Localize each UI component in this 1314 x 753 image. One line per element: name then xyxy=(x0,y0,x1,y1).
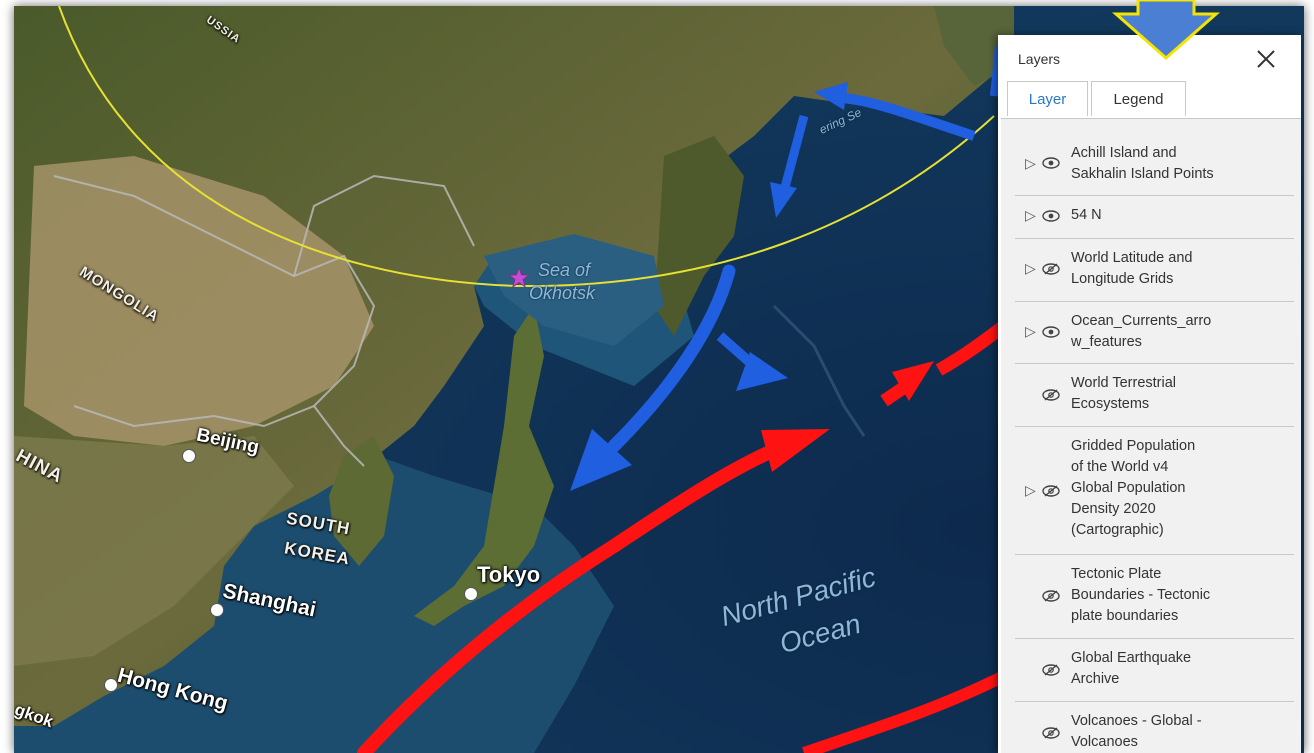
panel-title: Layers xyxy=(1018,51,1061,67)
water-label-okhotsk: Okhotsk xyxy=(529,283,596,303)
eye-icon[interactable] xyxy=(1042,326,1060,338)
layer-item-lat-long-grids[interactable]: ▷ World Latitude and Longitude Grids xyxy=(1015,238,1294,302)
star-icon[interactable] xyxy=(508,267,530,289)
layer-item-earthquake-archive[interactable]: Global Earthquake Archive xyxy=(1015,638,1294,702)
tab-layer-label: Layer xyxy=(1028,90,1067,108)
layer-item-terrestrial-ecosystems[interactable]: World Terrestrial Ecosystems xyxy=(1015,363,1294,427)
layer-item-volcanoes[interactable]: Volcanoes - Global - Volcanoes xyxy=(1015,701,1294,753)
layer-item-54n[interactable]: ▷ 54 N xyxy=(1015,195,1294,239)
layer-item-tectonic-plates[interactable]: Tectonic Plate Boundaries - Tectonic pla… xyxy=(1015,554,1294,639)
close-icon[interactable] xyxy=(1254,47,1278,71)
city-dot-beijing[interactable] xyxy=(182,449,196,463)
layer-label: World Latitude and Longitude Grids xyxy=(1071,250,1193,287)
layer-label: Global Earthquake Archive xyxy=(1071,650,1192,687)
layer-label: Gridded Population of the World v4 Globa… xyxy=(1071,438,1196,538)
layer-label: World Terrestrial Ecosystems xyxy=(1071,375,1177,412)
eye-hidden-icon[interactable] xyxy=(1042,389,1060,401)
tab-layer[interactable]: Layer xyxy=(1007,81,1088,116)
eye-hidden-icon[interactable] xyxy=(1042,485,1060,497)
eye-hidden-icon[interactable] xyxy=(1042,727,1060,739)
expand-caret-icon[interactable]: ▷ xyxy=(1025,482,1036,498)
water-label-sea-of: Sea of xyxy=(538,260,591,280)
city-dot-hong-kong[interactable] xyxy=(104,678,118,692)
city-dot-shanghai[interactable] xyxy=(210,603,224,617)
expand-caret-icon[interactable]: ▷ xyxy=(1025,260,1036,276)
eye-hidden-icon[interactable] xyxy=(1042,263,1060,275)
pointer-arrow-icon xyxy=(1112,0,1220,60)
layer-item-achill-sakhalin[interactable]: ▷ Achill Island and Sakhalin Island Poin… xyxy=(1015,133,1294,196)
city-dot-tokyo[interactable] xyxy=(464,587,478,601)
layer-label: 54 N xyxy=(1071,207,1102,223)
eye-icon[interactable] xyxy=(1042,157,1060,169)
tab-legend-label: Legend xyxy=(1113,90,1164,108)
layers-panel: Layers Layer Legend ▷ Achill Island and … xyxy=(998,35,1301,753)
tab-legend[interactable]: Legend xyxy=(1091,81,1186,116)
layer-label: Tectonic Plate Boundaries - Tectonic pla… xyxy=(1071,566,1211,624)
expand-caret-icon[interactable]: ▷ xyxy=(1025,155,1036,171)
layer-item-gridded-population[interactable]: ▷ Gridded Population of the World v4 Glo… xyxy=(1015,426,1294,555)
layer-label: Ocean_Currents_arro w_features xyxy=(1071,313,1212,350)
eye-hidden-icon[interactable] xyxy=(1042,590,1060,602)
layer-label: Achill Island and Sakhalin Island Points xyxy=(1071,145,1214,182)
layer-list[interactable]: ▷ Achill Island and Sakhalin Island Poin… xyxy=(1001,118,1301,753)
city-label-tokyo: Tokyo xyxy=(477,562,541,587)
expand-caret-icon[interactable]: ▷ xyxy=(1025,323,1036,339)
layer-item-ocean-currents[interactable]: ▷ Ocean_Currents_arro w_features xyxy=(1015,301,1294,364)
expand-caret-icon[interactable]: ▷ xyxy=(1025,207,1036,223)
layer-label: Volcanoes - Global - Volcanoes xyxy=(1071,713,1202,750)
eye-icon[interactable] xyxy=(1042,210,1060,222)
eye-hidden-icon[interactable] xyxy=(1042,664,1060,676)
